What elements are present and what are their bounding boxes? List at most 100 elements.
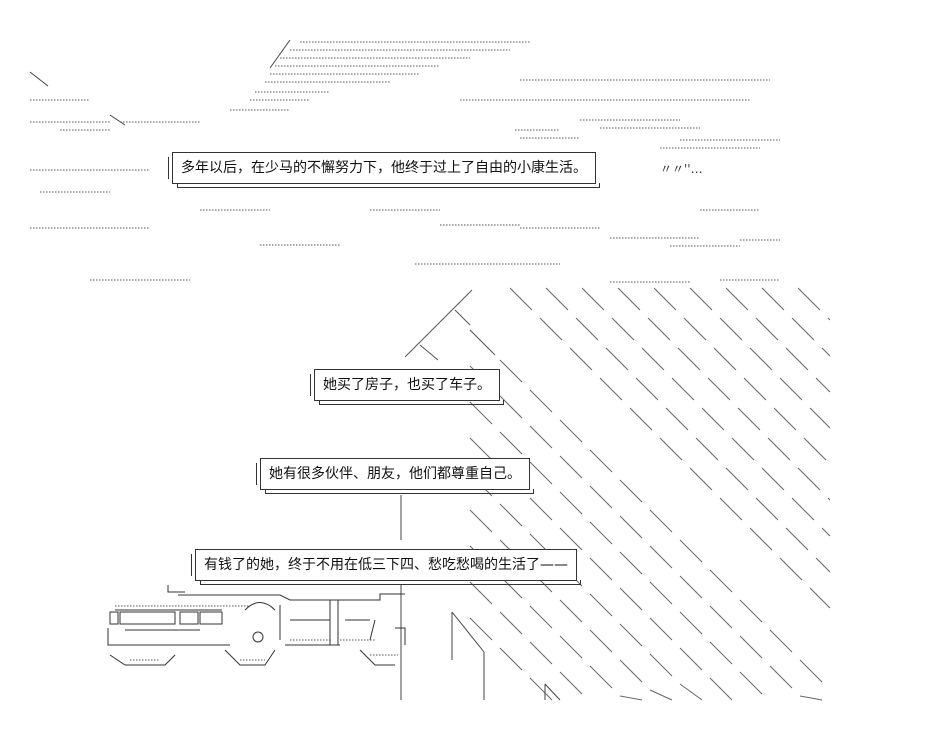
hatch-stroke [509, 287, 533, 311]
caption-box-4: 有钱了的她，终于不用在低三下四、愁吃愁喝的生活了—— [191, 549, 581, 585]
hatch-stroke [469, 437, 493, 461]
hatch-stroke [647, 317, 671, 341]
hatch-stroke [559, 599, 583, 623]
caption-text-1: 多年以后，在少马的不懈努力下，他终于过上了自由的小康生活。 [181, 160, 587, 176]
hatch-stroke [689, 287, 713, 311]
hatch-stroke [725, 287, 749, 311]
hatch-stroke [619, 695, 643, 701]
hatch-stroke [815, 557, 831, 573]
hatch-stroke [709, 605, 733, 629]
caption-text-2: 她买了房子，也买了车子。 [323, 377, 491, 393]
pole [400, 495, 561, 701]
hatch-stroke [499, 395, 523, 419]
hatch-stroke [791, 317, 815, 341]
hatch-stroke [611, 317, 635, 341]
hatch-stroke [719, 317, 743, 341]
hatch-stroke [767, 437, 791, 461]
hatch-stroke [739, 635, 763, 659]
hatch-stroke [653, 287, 677, 311]
hatch-stroke [469, 329, 493, 353]
hatch-stroke [761, 287, 785, 311]
hatch-stroke [749, 347, 773, 371]
hatch-stroke [589, 449, 613, 473]
hatch-stroke [731, 437, 755, 461]
hatch-stroke [725, 467, 749, 491]
caption-box-1: 多年以后，在少马的不懈努力下，他终于过上了自由的小康生活。 [168, 152, 600, 188]
hatch-stroke [605, 347, 629, 371]
hatch-stroke [799, 659, 823, 683]
hatch-stroke [581, 287, 605, 311]
hatch-stroke [695, 437, 719, 461]
hatch-stroke [539, 317, 563, 341]
hatch-stroke [529, 461, 553, 485]
caption-text-3: 她有很多伙伴、朋友，他们都尊重自己。 [269, 466, 521, 482]
hatch-stroke [545, 287, 569, 311]
hatch-stroke [617, 287, 641, 311]
sky-cloud-lines [30, 41, 780, 283]
hatch-stroke [559, 635, 583, 659]
hatch-stroke [529, 425, 553, 449]
hatch-stroke [785, 347, 809, 371]
hatch-stroke [529, 677, 553, 701]
hatch-stroke [739, 599, 763, 623]
hatch-stroke [589, 665, 613, 689]
hatch-stroke [761, 467, 785, 491]
hatch-stroke [815, 377, 831, 393]
hatch-stroke [499, 359, 523, 383]
hatch-stroke [529, 389, 553, 413]
hatch-stroke [749, 527, 773, 551]
hatch-stroke [755, 497, 779, 521]
hatch-stroke [499, 647, 523, 671]
hatch-stroke [641, 347, 665, 371]
hatch-stroke [589, 557, 613, 581]
hatch-stroke [803, 437, 827, 461]
hatch-stroke [779, 377, 803, 401]
hatch-stroke [649, 617, 673, 641]
hatch-stroke [559, 455, 583, 479]
hatch-stroke [707, 377, 731, 401]
hatch-stroke [499, 431, 523, 455]
sky-solid-lines [29, 39, 291, 126]
hatch-stroke [619, 623, 643, 647]
hatch-stroke [469, 581, 493, 605]
hatch-stroke [769, 665, 793, 689]
hatch-stroke [529, 605, 553, 629]
hatch-stroke [569, 347, 593, 371]
hatch-stroke [589, 521, 613, 545]
hatch-stroke [649, 653, 673, 677]
hatch-stroke [649, 509, 673, 533]
hatch-stroke [773, 407, 797, 431]
caption-box-3: 她有很多伙伴、朋友，他们都尊重自己。 [256, 458, 534, 494]
caption-text-4: 有钱了的她，终于不用在低三下四、愁吃愁喝的生活了—— [204, 557, 568, 573]
hatch-stroke [649, 581, 673, 605]
hatch-stroke [791, 497, 815, 521]
hatch-stroke [797, 287, 821, 311]
hatch-stroke [799, 695, 823, 701]
car-drawing [107, 585, 406, 666]
hatch-stroke [629, 407, 653, 431]
hatch-stroke [821, 527, 831, 537]
hatch-stroke [589, 593, 613, 617]
hatch-stroke [671, 377, 695, 401]
hatch-stroke [679, 647, 703, 671]
hatch-stroke [659, 437, 683, 461]
hatch-stroke [755, 317, 779, 341]
hatch-stroke [679, 611, 703, 635]
hatch-stroke [743, 377, 767, 401]
hatch-stroke [709, 677, 733, 701]
hatch-stroke [559, 671, 583, 695]
hatch-stroke [677, 347, 701, 371]
hatch-stroke [559, 491, 583, 515]
hatch-stroke [769, 629, 793, 653]
hatch-stroke [575, 317, 599, 341]
hatch-stroke [713, 347, 737, 371]
hatch-stroke [709, 569, 733, 593]
hatch-stroke [635, 377, 659, 401]
hatch-stroke [499, 503, 523, 527]
hatch-stroke [679, 683, 703, 701]
hatch-stroke [649, 689, 673, 701]
hatch-stroke [701, 407, 725, 431]
building-hatching [469, 287, 831, 701]
hatch-stroke [619, 587, 643, 611]
